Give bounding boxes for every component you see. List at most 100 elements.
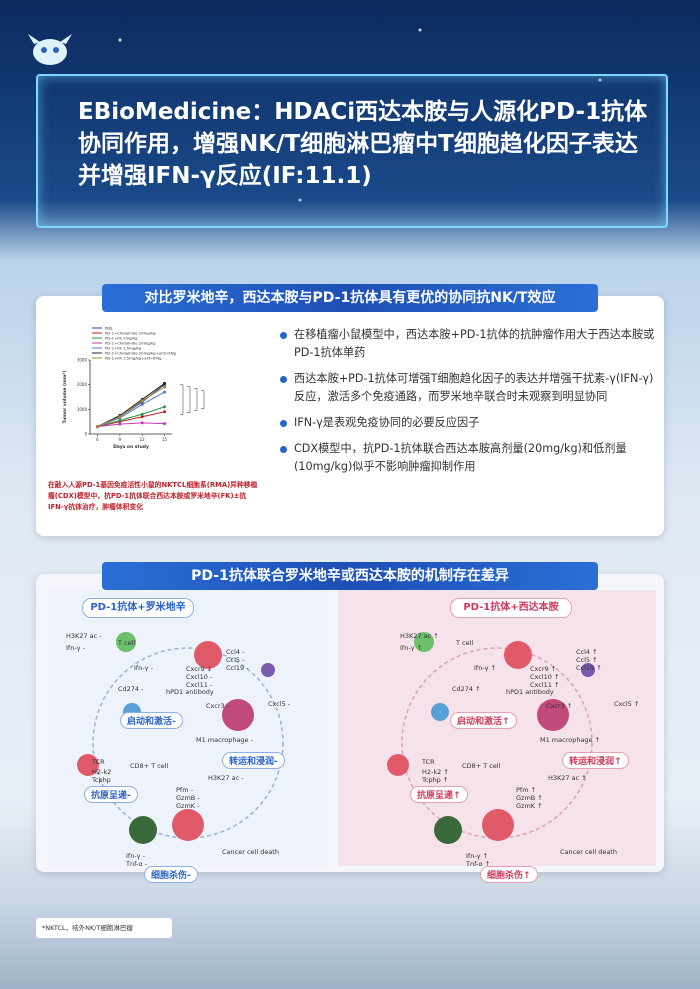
finding-item: IFN-γ是表观免疫协同的必要反应因子 (280, 414, 660, 432)
data-point (163, 410, 167, 414)
data-point (118, 418, 122, 422)
mech-label: CD8+ T cell (462, 762, 501, 770)
series-line (97, 411, 165, 428)
mech-label: Ifn-γ ↑ (400, 644, 423, 652)
stage-cell-killing: 细胞杀伤↑ (480, 866, 538, 883)
mech-label: Ccl5 ↑ (576, 656, 598, 664)
mech-label: H2-k2 (92, 768, 112, 776)
data-point (140, 399, 144, 403)
series-line (97, 406, 165, 428)
page-title: EBioMedicine：HDACi西达本胺与人源化PD-1抗体协同作用，增强N… (78, 99, 648, 189)
mech-label: Tnf-α ↑ (466, 860, 491, 868)
data-point (118, 422, 122, 426)
mech-label: TCR (92, 758, 105, 766)
stage-antigen-presentation: 抗原呈递↑ (410, 786, 468, 803)
tumor-mass-icon (537, 699, 569, 731)
mascot-logo-icon (28, 34, 72, 65)
mech-label: hPD1 antibody (166, 688, 214, 696)
mech-label: M1 macrophage ↑ (540, 736, 601, 744)
y-tick-label: 1000 (77, 407, 88, 412)
data-point (140, 421, 144, 425)
mech-label: H2-k2 ↑ (422, 768, 449, 776)
mech-label: Cxcl5 ↑ (614, 700, 640, 708)
mech-label: Tcphp (92, 776, 111, 784)
mech-label: H3K27 ac - (208, 774, 244, 782)
mech-label: Ifn-γ - (126, 852, 145, 860)
t-cell-icon (116, 632, 136, 652)
mech-label: Tcphp ↑ (422, 776, 449, 784)
mech-label: Ccl5 - (226, 656, 245, 664)
title-frame (36, 74, 668, 228)
mech-label: GzmK ↑ (516, 802, 543, 810)
mech-label: Pfm - (176, 786, 193, 794)
mech-label: hPD1 antibody (506, 688, 554, 696)
footnote: *NKTCL，结外NK/T细胞淋巴瘤 (36, 918, 172, 938)
tumor-mass-icon (222, 699, 254, 731)
mech-label: Tnf-α - (126, 860, 148, 868)
finding-item: 西达本胺+PD-1抗体可增强T细胞趋化因子的表达并增强干扰素-γ(IFN-γ)反… (280, 370, 660, 406)
legend-label: PD-1+Chidamide 20mg/kg+anti-IFNg (105, 351, 177, 356)
finding-item: CDX模型中，抗PD-1抗体联合西达本胺高剂量(20mg/kg)和低剂量(10m… (280, 440, 660, 476)
mech-label: Cxcl10 ↑ (530, 673, 560, 681)
legend-label: PD-1+FK 1.5mg/kg (105, 346, 142, 351)
panel-header-romidepsin: PD-1抗体+罗米地辛 (82, 598, 194, 618)
data-point (163, 422, 167, 426)
mech-label: Cancer cell death (560, 848, 617, 856)
romidepsin-mechanism-diagram (77, 632, 284, 844)
mech-label: Cxcl10 - (186, 673, 213, 681)
mech-label: Cxcr3 ↑ (546, 702, 573, 710)
apc-cell-icon (387, 754, 409, 776)
data-point (140, 402, 144, 406)
legend-label: PD-1+FK 1.5mg/kg+anti-IFNg (105, 356, 162, 361)
mech-label: Ifn-γ ↑ (466, 852, 489, 860)
section-title-mechanism: PD-1抗体联合罗米地辛或西达本胺的机制存在差异 (102, 562, 598, 590)
finding-item: 在移植瘤小鼠模型中，西达本胺+PD-1抗体的抗肿瘤作用大于西达本胺或PD-1抗体… (280, 326, 660, 362)
data-point (163, 405, 167, 409)
chart-caption: 在敲入人源PD-1基因免疫活性小鼠的NKTCL细胞系(RMA)异种移植瘤(CDX… (48, 481, 258, 511)
data-point (163, 390, 167, 394)
y-axis-label: Tumor volume (mm³) (62, 371, 68, 424)
cd8-t-cell-icon (434, 816, 462, 844)
stage-antigen-presentation: 抗原呈递- (84, 786, 138, 803)
y-tick-label: 0 (84, 432, 87, 437)
series-line (97, 422, 165, 428)
cancer-cell-icon (172, 809, 204, 841)
stage-cell-killing: 细胞杀伤- (144, 866, 198, 883)
data-point (163, 381, 167, 385)
stage-trafficking: 转运和浸润- (222, 752, 285, 769)
mech-label: Cxcl11 - (186, 681, 213, 689)
mech-label: Cxcl11 ↑ (530, 681, 560, 689)
legend-label: PD-1+Chidamide 10mg/kg (105, 331, 156, 336)
series-line (97, 391, 165, 428)
mech-label: Cd274 - (118, 685, 144, 693)
t-cell-icon (431, 703, 449, 721)
mech-label: GzmK - (176, 802, 200, 810)
cancer-cell-icon (482, 809, 514, 841)
tumor-cell-icon (504, 641, 532, 669)
mech-label: CD8+ T cell (130, 762, 169, 770)
x-tick-label: 12 (140, 437, 146, 442)
mech-label: TCR (422, 758, 435, 766)
mech-label: Ifn-γ - (134, 664, 153, 672)
legend-label: PD-1+FK 1mg/kg (105, 336, 138, 341)
mech-label: Ifn-γ - (66, 644, 85, 652)
series-line (97, 383, 165, 428)
stage-trafficking: 转运和浸润↑ (562, 752, 629, 769)
legend-label: PD-1+Chidamide 10mg/kg (105, 341, 156, 346)
series-line (97, 386, 165, 428)
mech-label: Cxcr9 ↓ (186, 665, 213, 673)
x-tick-label: 15 (162, 437, 168, 442)
y-tick-label: 2000 (77, 382, 88, 387)
mech-label: H3K27 ac - (66, 632, 102, 640)
data-point (118, 415, 122, 419)
y-tick-label: 3000 (77, 358, 88, 363)
mech-label: M1 macrophage - (196, 736, 253, 744)
data-point (163, 385, 167, 389)
significance-bracket (180, 384, 184, 415)
mech-label: GzmB ↑ (516, 794, 543, 802)
mech-label: Pfm ↑ (516, 786, 537, 794)
cd8-t-cell-icon (129, 816, 157, 844)
data-point (140, 415, 144, 419)
macrophage-icon (261, 663, 275, 677)
